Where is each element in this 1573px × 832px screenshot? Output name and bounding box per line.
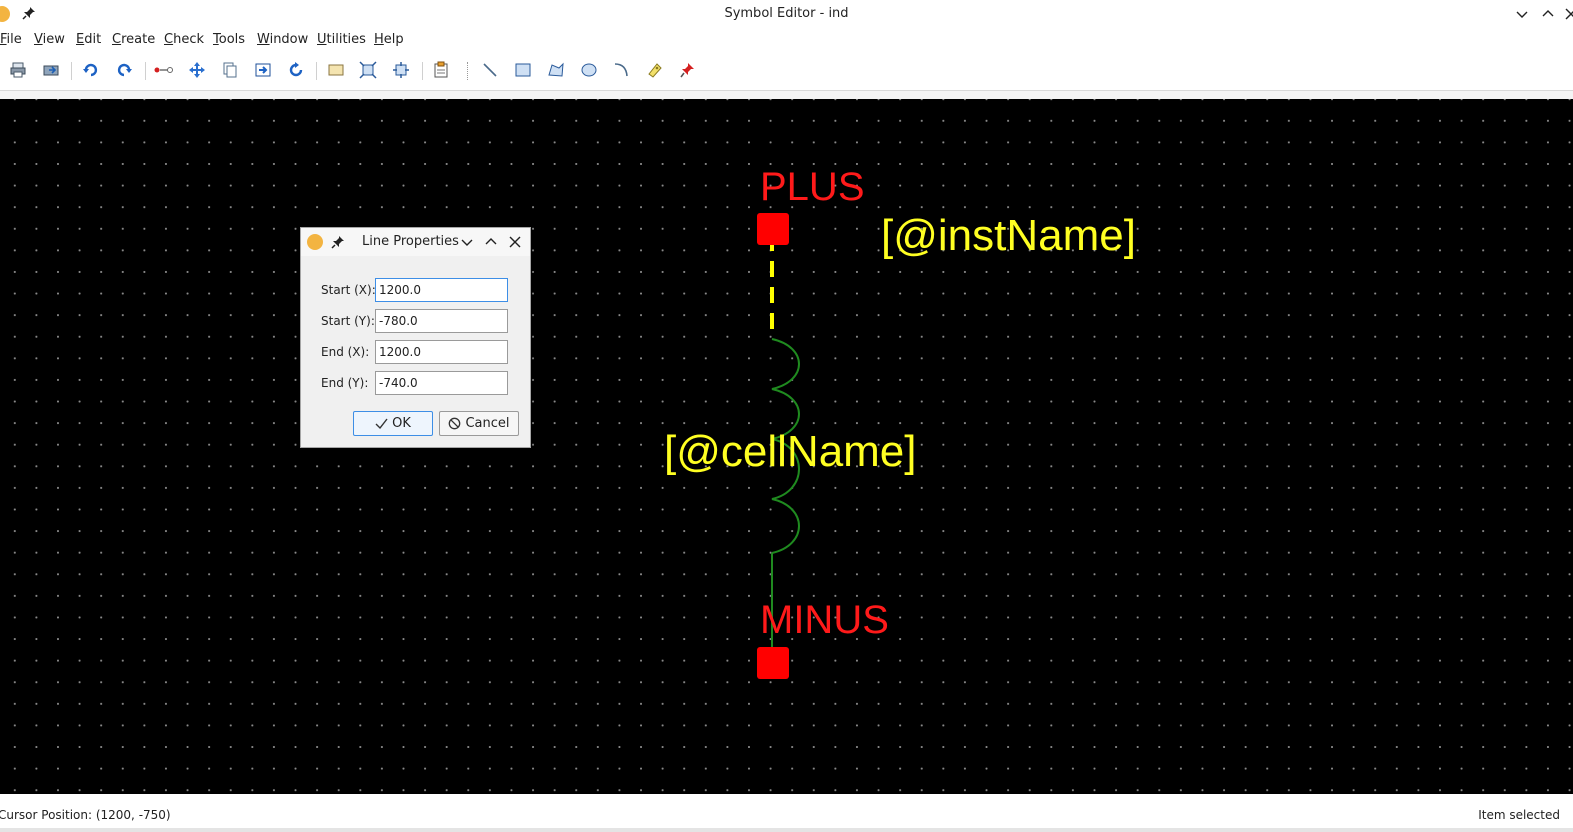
dialog-title: Line Properties [362, 234, 459, 249]
toolbar-grip[interactable] [467, 62, 470, 80]
cursor-position: Cursor Position: (1200, -750) [0, 808, 171, 822]
undo-icon[interactable] [81, 60, 101, 80]
menu-file[interactable]: File [0, 32, 22, 47]
toolbar [0, 52, 1573, 91]
select-area-icon[interactable] [326, 60, 346, 80]
cancel-icon [449, 417, 461, 430]
redo-icon[interactable] [114, 60, 134, 80]
properties-icon[interactable] [431, 60, 451, 80]
toolbar-separator [316, 62, 317, 80]
polygon-icon[interactable] [546, 60, 566, 80]
ok-button[interactable]: OK [353, 411, 433, 436]
maximize-icon[interactable] [483, 234, 499, 250]
menu-view[interactable]: View [34, 32, 65, 47]
end-y-label: End (Y): [321, 376, 369, 390]
inst-name-label[interactable]: [@instName] [881, 211, 1136, 260]
status-message: Item selected [1478, 808, 1560, 822]
ok-button-label: OK [392, 416, 411, 431]
label-icon[interactable] [645, 60, 665, 80]
maximize-icon[interactable] [1540, 6, 1556, 22]
close-icon[interactable] [507, 234, 523, 250]
menu-tools[interactable]: Tools [213, 32, 246, 47]
start-y-label: Start (Y): [321, 314, 375, 328]
zoom-icon[interactable] [391, 60, 411, 80]
stretch-icon[interactable] [154, 60, 174, 80]
pin-plus[interactable] [757, 213, 789, 245]
circle-icon[interactable] [579, 60, 599, 80]
dialog-title-bar[interactable]: Line Properties [301, 228, 530, 256]
cancel-button-label: Cancel [465, 416, 510, 431]
close-icon[interactable] [1563, 6, 1573, 22]
pin-label-plus[interactable]: PLUS [760, 165, 865, 209]
cell-name-label[interactable]: [@cellName] [664, 427, 917, 476]
symbol-drawing [770, 235, 800, 647]
move-by-icon[interactable] [253, 60, 273, 80]
pin-label-minus[interactable]: MINUS [760, 598, 889, 642]
end-y-input[interactable] [375, 371, 508, 395]
minimize-icon[interactable] [459, 234, 475, 250]
pin-window-icon[interactable] [22, 6, 36, 20]
print-icon[interactable] [8, 60, 28, 80]
drawing-canvas[interactable]: PLUS MINUS [@instName] [@cellName] [0, 99, 1573, 794]
pin-icon[interactable] [678, 60, 698, 80]
bottom-strip [0, 828, 1573, 832]
menu-edit[interactable]: Edit [76, 32, 102, 47]
menu-bar: File View Edit Create Check Tools Window… [0, 29, 1573, 51]
menu-window[interactable]: Window [257, 32, 309, 47]
title-bar: Symbol Editor - ind [0, 0, 1573, 28]
start-x-label: Start (X): [321, 283, 376, 297]
start-y-input[interactable] [375, 309, 508, 333]
inductor-coil[interactable] [771, 338, 800, 554]
app-logo-icon [307, 234, 323, 250]
pin-minus[interactable] [757, 647, 789, 679]
menu-help[interactable]: Help [374, 32, 404, 47]
fit-all-icon[interactable] [358, 60, 378, 80]
start-x-input[interactable] [375, 278, 508, 302]
pin-window-icon[interactable] [331, 235, 345, 249]
cancel-button[interactable]: Cancel [439, 411, 519, 436]
line-properties-dialog: Line Properties Start (X): Start (Y): En… [300, 227, 531, 448]
menu-create[interactable]: Create [112, 32, 156, 47]
end-x-label: End (X): [321, 345, 370, 359]
line-icon[interactable] [480, 60, 500, 80]
check-icon [375, 418, 388, 430]
toolbar-separator [145, 62, 146, 80]
arc-icon[interactable] [611, 60, 631, 80]
toolbar-separator [71, 62, 72, 80]
toolbar-separator [422, 62, 423, 80]
minimize-icon[interactable] [1514, 6, 1530, 22]
copy-icon[interactable] [220, 60, 240, 80]
window-title: Symbol Editor - ind [724, 6, 849, 21]
menu-check[interactable]: Check [164, 32, 204, 47]
rotate-icon[interactable] [286, 60, 306, 80]
app-logo-icon [0, 6, 10, 22]
menu-utilities[interactable]: Utilities [317, 32, 366, 47]
status-bar: Cursor Position: (1200, -750) Item selec… [0, 801, 1573, 829]
rectangle-icon[interactable] [513, 60, 533, 80]
export-icon[interactable] [41, 60, 61, 80]
move-icon[interactable] [187, 60, 207, 80]
end-x-input[interactable] [375, 340, 508, 364]
